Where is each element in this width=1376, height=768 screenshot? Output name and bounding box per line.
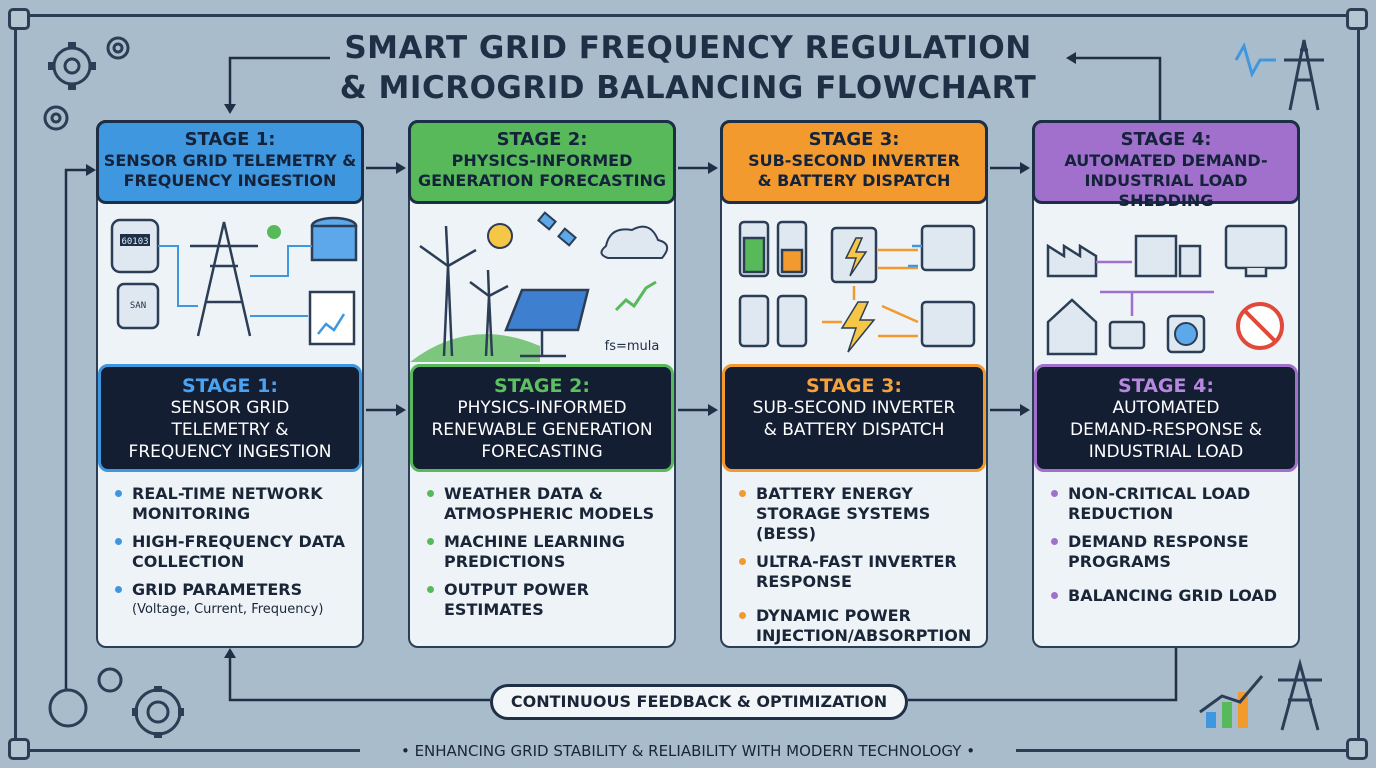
stage-detail-panel: STAGE 3: SUB-SECOND INVERTER & BATTERY D… [722,364,986,472]
stage-card-1: STAGE 1: SENSOR GRID TELEMETRY & FREQUEN… [96,120,364,648]
no-power-icon [1236,302,1284,350]
bullet-item: DYNAMIC POWER INJECTION/ABSORPTION [736,606,980,646]
frame-corner [8,738,30,760]
sun-icon [487,223,513,249]
stage-detail-title: FREQUENCY INGESTION [128,442,332,462]
satellite-icon [537,211,577,247]
frame-corner [8,8,30,30]
bullet-note: (Voltage, Current, Frequency) [132,602,324,617]
stage-bullets: BATTERY ENERGY STORAGE SYSTEMS (BESS) UL… [736,484,980,654]
stage-header-subtitle: GENERATION FORECASTING [417,171,667,190]
lightning-icon [840,237,876,353]
stage-header-subtitle: SUB-SECOND INVERTER [748,151,960,170]
dispatch-illustration [738,220,976,353]
stage-detail-panel: STAGE 1: SENSOR GRID TELEMETRY & FREQUEN… [98,364,362,472]
stage-bullets: REAL-TIME NETWORK MONITORING HIGH-FREQUE… [112,484,356,628]
bar-chart-icon [1199,675,1264,728]
stage-header-subtitle: AUTOMATED DEMAND- [1064,151,1268,170]
bullet-item: BALANCING GRID LOAD [1048,586,1292,606]
stage-header-label: STAGE 1: [184,129,276,150]
transmission-tower-icon [1234,39,1324,731]
stage-detail-title: AUTOMATED [1112,398,1220,418]
stage-header-label: STAGE 3: [808,129,900,150]
stage-header-label: STAGE 4: [1120,129,1212,150]
telemetry-illustration: 60103 SAN [110,216,358,346]
stage-detail-label: STAGE 2: [494,375,590,397]
demand-response-illustration [1046,224,1288,356]
bullet-item: MACHINE LEARNING PREDICTIONS [424,532,668,572]
stage-bullets: NON-CRITICAL LOAD REDUCTION DEMAND RESPO… [1048,484,1292,614]
bullet-item: WEATHER DATA & ATMOSPHERIC MODELS [424,484,668,524]
gear-teeth [48,42,184,738]
stage-header: STAGE 2: PHYSICS-INFORMED GENERATION FOR… [408,120,676,204]
bullet-item: DEMAND RESPONSE PROGRAMS [1048,532,1292,572]
frame-corner [1346,738,1368,760]
stage-bullets: WEATHER DATA & ATMOSPHERIC MODELS MACHIN… [424,484,668,628]
battery-icon [738,220,808,348]
stage-detail-title: SUB-SECOND INVERTER [752,398,956,418]
stage-header-subtitle: & BATTERY DISPATCH [757,171,951,190]
stage-header-subtitle: FREQUENCY INGESTION [123,171,337,190]
bullet-item: ULTRA-FAST INVERTER RESPONSE [736,552,980,592]
stage-detail-title: FORECASTING [481,442,603,462]
stage-header-subtitle: PHYSICS-INFORMED [451,151,633,170]
wind-turbine-icon [419,225,509,357]
stage-detail-panel: STAGE 2: PHYSICS-INFORMED RENEWABLE GENE… [410,364,674,472]
stage-detail-label: STAGE 1: [182,375,278,397]
stage-header: STAGE 1: SENSOR GRID TELEMETRY & FREQUEN… [96,120,364,204]
stage-detail-title: INDUSTRIAL LOAD [1088,442,1244,462]
stage-detail-title: SENSOR GRID [170,398,290,418]
stage-detail-title: & BATTERY DISPATCH [763,420,945,440]
stage-header: STAGE 4: AUTOMATED DEMAND- INDUSTRIAL LO… [1032,120,1300,210]
meter-reading: 60103 [121,237,148,247]
bullet-item: GRID PARAMETERS(Voltage, Current, Freque… [112,580,356,620]
stage-header-subtitle: SENSOR GRID TELEMETRY & [103,151,357,170]
factory-icon [1046,234,1202,278]
stage-detail-title: PHYSICS-INFORMED [457,398,627,418]
stage-detail-title: DEMAND-RESPONSE & [1070,420,1262,440]
gear-icon [267,225,281,239]
footer-text: ENHANCING GRID STABILITY & RELIABILITY W… [414,742,962,760]
frame-corner [1346,8,1368,30]
bullet-item: REAL-TIME NETWORK MONITORING [112,484,356,524]
stage-detail-title: RENEWABLE GENERATION [431,420,653,440]
stage-detail-label: STAGE 3: [806,375,902,397]
bullet-item: OUTPUT POWER ESTIMATES [424,580,668,620]
bullet-item: HIGH-FREQUENCY DATA COLLECTION [112,532,356,572]
page-title: SMART GRID FREQUENCY REGULATION & MICROG… [290,28,1086,108]
meter-label: SAN [130,301,146,311]
meter-display [120,234,150,246]
stage-detail-title: TELEMETRY & [171,420,289,440]
house-icon [1046,298,1098,356]
stage-card-3: STAGE 3: SUB-SECOND INVERTER & BATTERY D… [720,120,988,648]
stage-header: STAGE 3: SUB-SECOND INVERTER & BATTERY D… [720,120,988,204]
stage-card-2: STAGE 2: PHYSICS-INFORMED GENERATION FOR… [408,120,676,648]
stage-header-label: STAGE 2: [496,129,588,150]
stage-card-4: STAGE 4: AUTOMATED DEMAND- INDUSTRIAL LO… [1032,120,1300,648]
forecasting-illustration: fs=mula [410,211,669,362]
feedback-loop-label: CONTINUOUS FEEDBACK & OPTIMIZATION [490,684,908,720]
inverter-icon [830,224,976,348]
title-line-1: SMART GRID FREQUENCY REGULATION [344,30,1032,66]
stage-detail-panel: STAGE 4: AUTOMATED DEMAND-RESPONSE & IND… [1034,364,1298,472]
monitor-icon [1224,224,1288,278]
title-line-2: & MICROGRID BALANCING FLOWCHART [339,70,1037,106]
formula-label: fs=mula [605,339,660,354]
footer-tagline: • ENHANCING GRID STABILITY & RELIABILITY… [360,740,1016,762]
stage-header-subtitle: INDUSTRIAL LOAD SHEDDING [1084,171,1248,210]
bullet-item: NON-CRITICAL LOAD REDUCTION [1048,484,1292,524]
solar-panel-icon [504,288,590,358]
stage-detail-label: STAGE 4: [1118,375,1214,397]
bullet-item: BATTERY ENERGY STORAGE SYSTEMS (BESS) [736,484,980,544]
